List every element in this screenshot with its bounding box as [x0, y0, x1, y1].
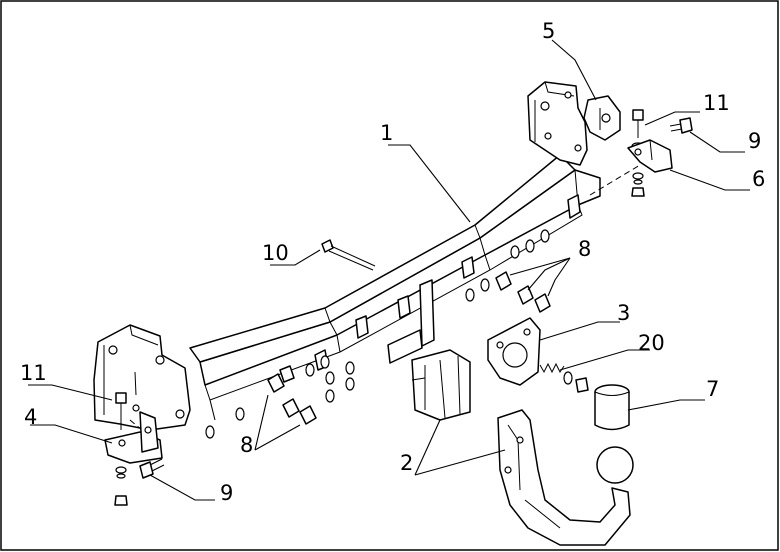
label-1: 1 — [380, 121, 393, 145]
label-9-left: 9 — [220, 481, 233, 505]
left-mounting-bracket — [104, 411, 163, 464]
part-labels: 1 5 11 9 6 10 8 3 20 7 11 4 8 2 9 — [20, 19, 765, 505]
leader-lines — [28, 39, 750, 501]
right-side-plate — [527, 81, 621, 166]
right-mounting-bracket — [627, 139, 673, 173]
long-bolt — [321, 239, 376, 271]
label-20: 20 — [638, 331, 665, 355]
screw-right — [669, 117, 693, 134]
label-11-right: 11 — [703, 91, 730, 115]
socket-mounting-plate — [487, 317, 541, 386]
bolt-set-left — [205, 355, 355, 439]
crossbar-beam — [189, 154, 601, 421]
label-8-right: 8 — [578, 237, 591, 261]
electrical-socket-bracket — [411, 349, 471, 421]
label-7: 7 — [706, 377, 719, 401]
label-11-left: 11 — [20, 361, 47, 385]
label-6: 6 — [752, 167, 765, 191]
tow-hook — [497, 409, 634, 546]
screw-left — [139, 458, 165, 479]
spring — [539, 362, 589, 393]
label-5: 5 — [542, 19, 555, 43]
label-9-right: 9 — [748, 129, 761, 153]
label-3: 3 — [617, 301, 630, 325]
bolt-set-right — [465, 229, 551, 313]
label-10: 10 — [262, 241, 289, 265]
ball-cover-cap — [594, 384, 630, 431]
label-8-left: 8 — [240, 433, 253, 457]
label-2: 2 — [400, 451, 413, 475]
label-4: 4 — [24, 405, 37, 429]
